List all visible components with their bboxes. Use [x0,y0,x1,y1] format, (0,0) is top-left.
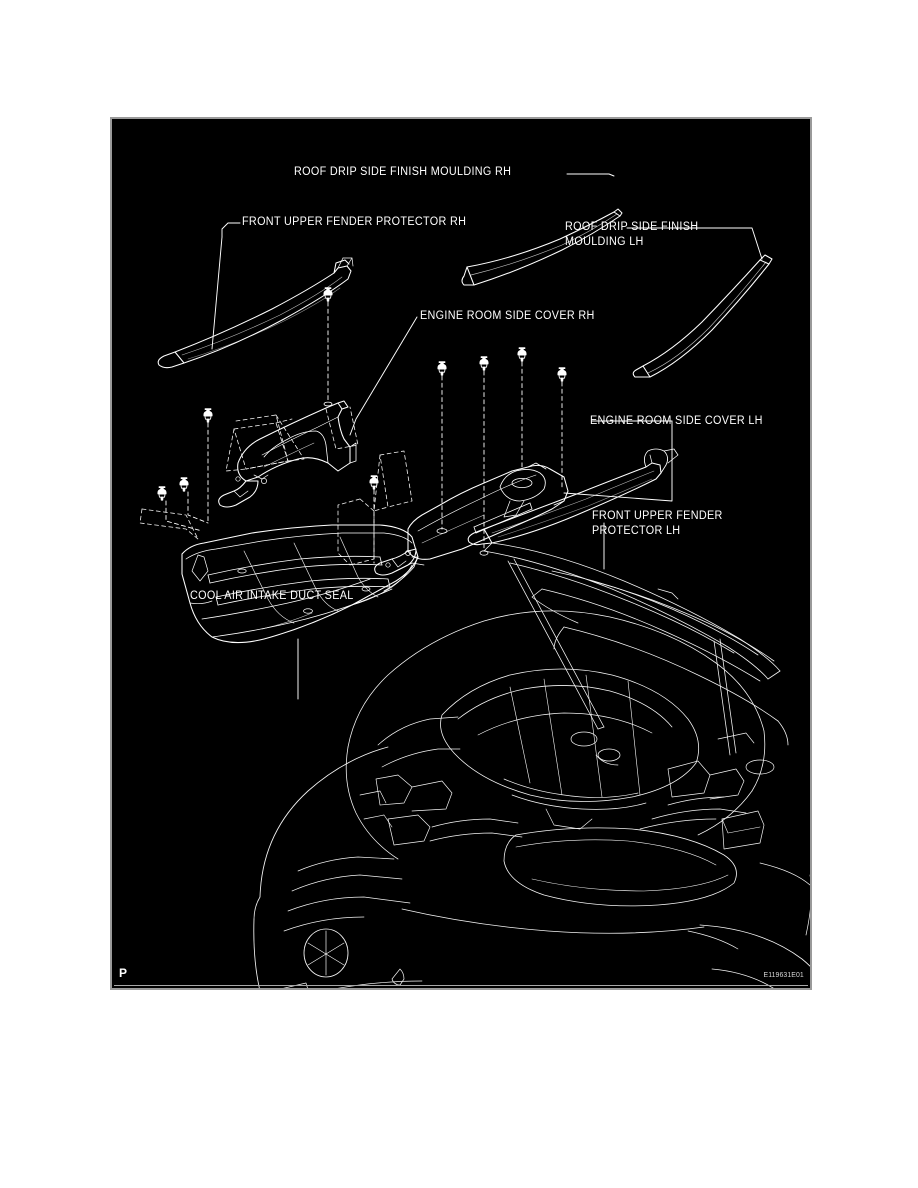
vehicle-illustration [253,542,810,988]
part-cool-air-intake-duct-seal [181,524,419,644]
assembly-guide-duct-seal [139,406,375,566]
page-mark: P [119,966,128,980]
fastener-clips [157,287,567,564]
callout-roof-drip-side-finish-moulding-lh: ROOF DRIP SIDE FINISH MOULDING LH [565,221,699,248]
part-roof-drip-moulding-lh [632,254,773,378]
callout-cool-air-intake-duct-seal: COOL AIR INTAKE DUCT SEAL [190,590,354,602]
panel-bottom-rule [114,985,808,986]
part-front-upper-fender-protector-lh [467,448,679,546]
part-front-upper-fender-protector-rh [157,257,354,369]
callout-engine-room-side-cover-lh: ENGINE ROOM SIDE COVER LH [590,415,763,427]
figure-panel: ROOF DRIP SIDE FINISH MOULDING RH FRONT … [110,117,812,990]
callout-leader-lines [211,173,763,700]
assembly-guide-rh [225,418,293,472]
assembly-guide-lh [373,450,413,512]
part-engine-room-side-cover-lh [374,462,569,576]
callout-roof-drip-side-finish-moulding-rh: ROOF DRIP SIDE FINISH MOULDING RH [294,166,512,178]
figure-code: E119631E01 [763,970,804,979]
callout-front-upper-fender-protector-lh: FRONT UPPER FENDER PROTECTOR LH [592,510,723,537]
figure-stage: ROOF DRIP SIDE FINISH MOULDING RH FRONT … [112,119,810,988]
callout-front-upper-fender-protector-rh: FRONT UPPER FENDER PROTECTOR RH [242,216,467,228]
part-roof-drip-moulding-rh [461,208,623,286]
part-engine-room-side-cover-rh [218,400,357,508]
exploded-parts-illustration [139,173,810,988]
callout-engine-room-side-cover-rh: ENGINE ROOM SIDE COVER RH [420,310,595,322]
